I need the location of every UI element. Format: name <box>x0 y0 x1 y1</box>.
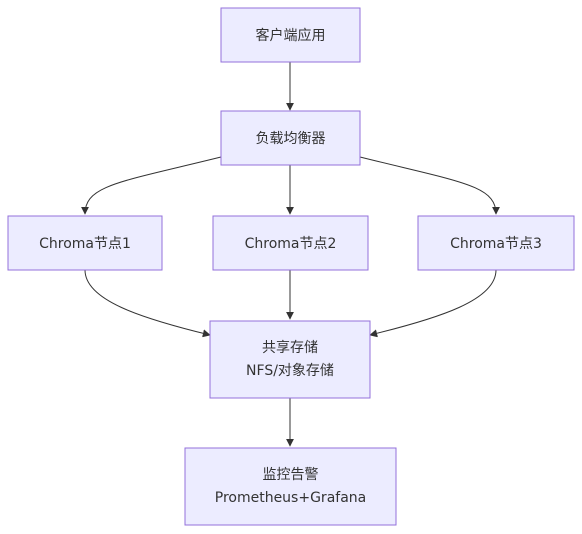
node-chroma-1-label: Chroma节点1 <box>39 236 131 252</box>
node-load-balancer: 负载均衡器 <box>220 110 361 166</box>
node-shared-storage-line2: NFS/对象存储 <box>246 363 334 379</box>
node-monitoring-line2: Prometheus+Grafana <box>215 490 366 506</box>
node-chroma-2-label: Chroma节点2 <box>245 236 337 252</box>
edges <box>81 62 500 447</box>
node-client-app-label: 客户端应用 <box>256 27 326 44</box>
node-shared-storage-line1: 共享存储 <box>262 339 318 356</box>
node-chroma-3: Chroma节点3 <box>417 215 575 271</box>
node-chroma-2: Chroma节点2 <box>212 215 369 271</box>
edge-chroma3-to-storage <box>369 269 497 338</box>
edge-chroma1-to-storage <box>84 269 211 338</box>
edge-lb-to-chroma3 <box>359 156 500 215</box>
node-client-app: 客户端应用 <box>220 7 361 63</box>
node-monitoring-line1: 监控告警 <box>263 467 319 483</box>
edge-lb-to-chroma1 <box>81 156 222 215</box>
node-load-balancer-label: 负载均衡器 <box>256 131 326 147</box>
node-chroma-3-label: Chroma节点3 <box>450 236 542 252</box>
node-monitoring: 监控告警 Prometheus+Grafana <box>184 447 397 526</box>
node-chroma-1: Chroma节点1 <box>7 215 163 271</box>
node-shared-storage: 共享存储 NFS/对象存储 <box>209 320 371 399</box>
